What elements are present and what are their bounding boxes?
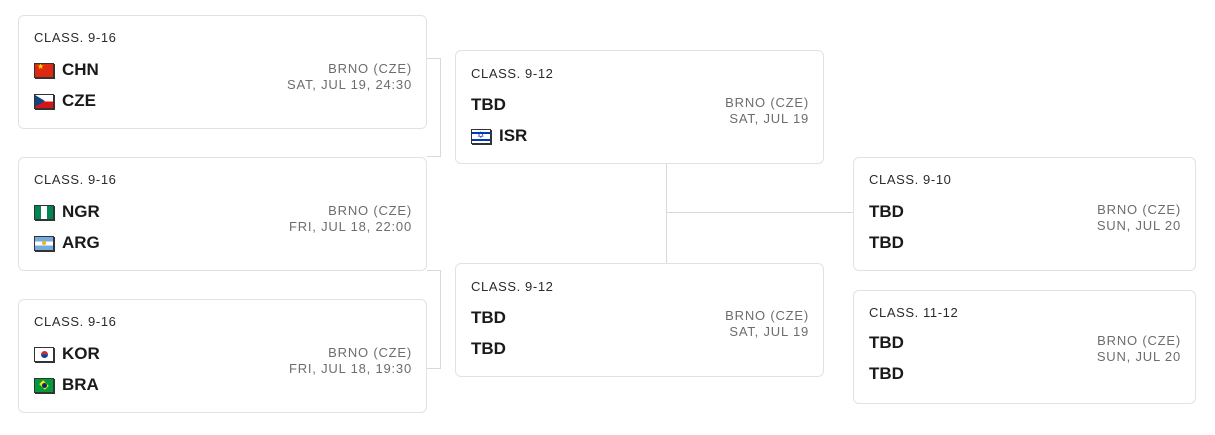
bracket-connector bbox=[440, 58, 441, 157]
team-name: BRA bbox=[62, 375, 99, 394]
match-venue: BRNO (CZE) bbox=[725, 95, 809, 110]
team-name: TBD bbox=[869, 233, 904, 252]
team-name: TBD bbox=[471, 339, 506, 358]
brazil-flag-icon bbox=[34, 377, 54, 393]
team-name: TBD bbox=[869, 364, 904, 383]
team-name: KOR bbox=[62, 344, 100, 363]
team-row[interactable]: TBD bbox=[869, 364, 904, 384]
match-card[interactable]: CLASS. 11-12 TBD TBD BRNO (CZE) SUN, JUL… bbox=[853, 290, 1196, 404]
match-venue: BRNO (CZE) bbox=[328, 203, 412, 218]
match-venue: BRNO (CZE) bbox=[328, 345, 412, 360]
match-venue: BRNO (CZE) bbox=[328, 61, 412, 76]
match-stage: CLASS. 9-16 bbox=[34, 314, 117, 329]
team-row[interactable]: TBD bbox=[471, 95, 506, 115]
match-stage: CLASS. 9-12 bbox=[471, 279, 554, 294]
team-row[interactable]: TBD bbox=[869, 202, 904, 222]
nigeria-flag-icon bbox=[34, 204, 54, 220]
match-stage: CLASS. 11-12 bbox=[869, 305, 959, 320]
team-name: NGR bbox=[62, 202, 100, 221]
match-stage: CLASS. 9-10 bbox=[869, 172, 952, 187]
argentina-flag-icon bbox=[34, 235, 54, 251]
team-name: TBD bbox=[869, 202, 904, 221]
bracket-connector bbox=[440, 270, 441, 369]
bracket-connector bbox=[427, 58, 441, 59]
match-card[interactable]: CLASS. 9-16 CHN CZE BRNO (CZE) SAT, JUL … bbox=[18, 15, 427, 129]
team-name: TBD bbox=[471, 308, 506, 327]
bracket-connector bbox=[427, 270, 441, 271]
israel-flag-icon bbox=[471, 128, 491, 144]
match-card[interactable]: CLASS. 9-16 NGR ARG BRNO (CZE) FRI, JUL … bbox=[18, 157, 427, 271]
team-row[interactable]: NGR bbox=[34, 202, 100, 222]
china-flag-icon bbox=[34, 62, 54, 78]
bracket-connector bbox=[427, 156, 441, 157]
match-card[interactable]: CLASS. 9-16 KOR BRA BRNO (CZE) FRI, JUL … bbox=[18, 299, 427, 413]
match-stage: CLASS. 9-12 bbox=[471, 66, 554, 81]
korea-flag-icon bbox=[34, 346, 54, 362]
team-row[interactable]: TBD bbox=[471, 308, 506, 328]
team-row[interactable]: KOR bbox=[34, 344, 100, 364]
match-card[interactable]: CLASS. 9-10 TBD TBD BRNO (CZE) SUN, JUL … bbox=[853, 157, 1196, 271]
team-row[interactable]: CZE bbox=[34, 91, 96, 111]
match-date: SAT, JUL 19 bbox=[729, 324, 809, 339]
match-venue: BRNO (CZE) bbox=[1097, 333, 1181, 348]
team-row[interactable]: TBD bbox=[869, 233, 904, 253]
match-venue: BRNO (CZE) bbox=[1097, 202, 1181, 217]
match-card[interactable]: CLASS. 9-12 TBD ISR BRNO (CZE) SAT, JUL … bbox=[455, 50, 824, 164]
team-row[interactable]: BRA bbox=[34, 375, 99, 395]
match-date: SAT, JUL 19 bbox=[729, 111, 809, 126]
match-venue: BRNO (CZE) bbox=[725, 308, 809, 323]
bracket-connector bbox=[666, 212, 853, 213]
match-date: SUN, JUL 20 bbox=[1096, 349, 1181, 364]
bracket-connector bbox=[666, 164, 667, 264]
team-name: ARG bbox=[62, 233, 100, 252]
match-date: SAT, JUL 19, 24:30 bbox=[287, 77, 412, 92]
team-row[interactable]: ARG bbox=[34, 233, 100, 253]
match-date: FRI, JUL 18, 19:30 bbox=[288, 361, 412, 376]
team-row[interactable]: ISR bbox=[471, 126, 527, 146]
team-row[interactable]: CHN bbox=[34, 60, 99, 80]
match-date: FRI, JUL 18, 22:00 bbox=[288, 219, 412, 234]
match-date: SUN, JUL 20 bbox=[1096, 218, 1181, 233]
team-row[interactable]: TBD bbox=[869, 333, 904, 353]
match-stage: CLASS. 9-16 bbox=[34, 172, 117, 187]
czech-flag-icon bbox=[34, 93, 54, 109]
bracket-connector bbox=[427, 368, 441, 369]
team-name: ISR bbox=[499, 126, 528, 145]
match-card[interactable]: CLASS. 9-12 TBD TBD BRNO (CZE) SAT, JUL … bbox=[455, 263, 824, 377]
team-row[interactable]: TBD bbox=[471, 339, 506, 359]
team-name: TBD bbox=[471, 95, 506, 114]
team-name: CHN bbox=[62, 60, 99, 79]
match-stage: CLASS. 9-16 bbox=[34, 30, 117, 45]
team-name: TBD bbox=[869, 333, 904, 352]
team-name: CZE bbox=[62, 91, 96, 110]
